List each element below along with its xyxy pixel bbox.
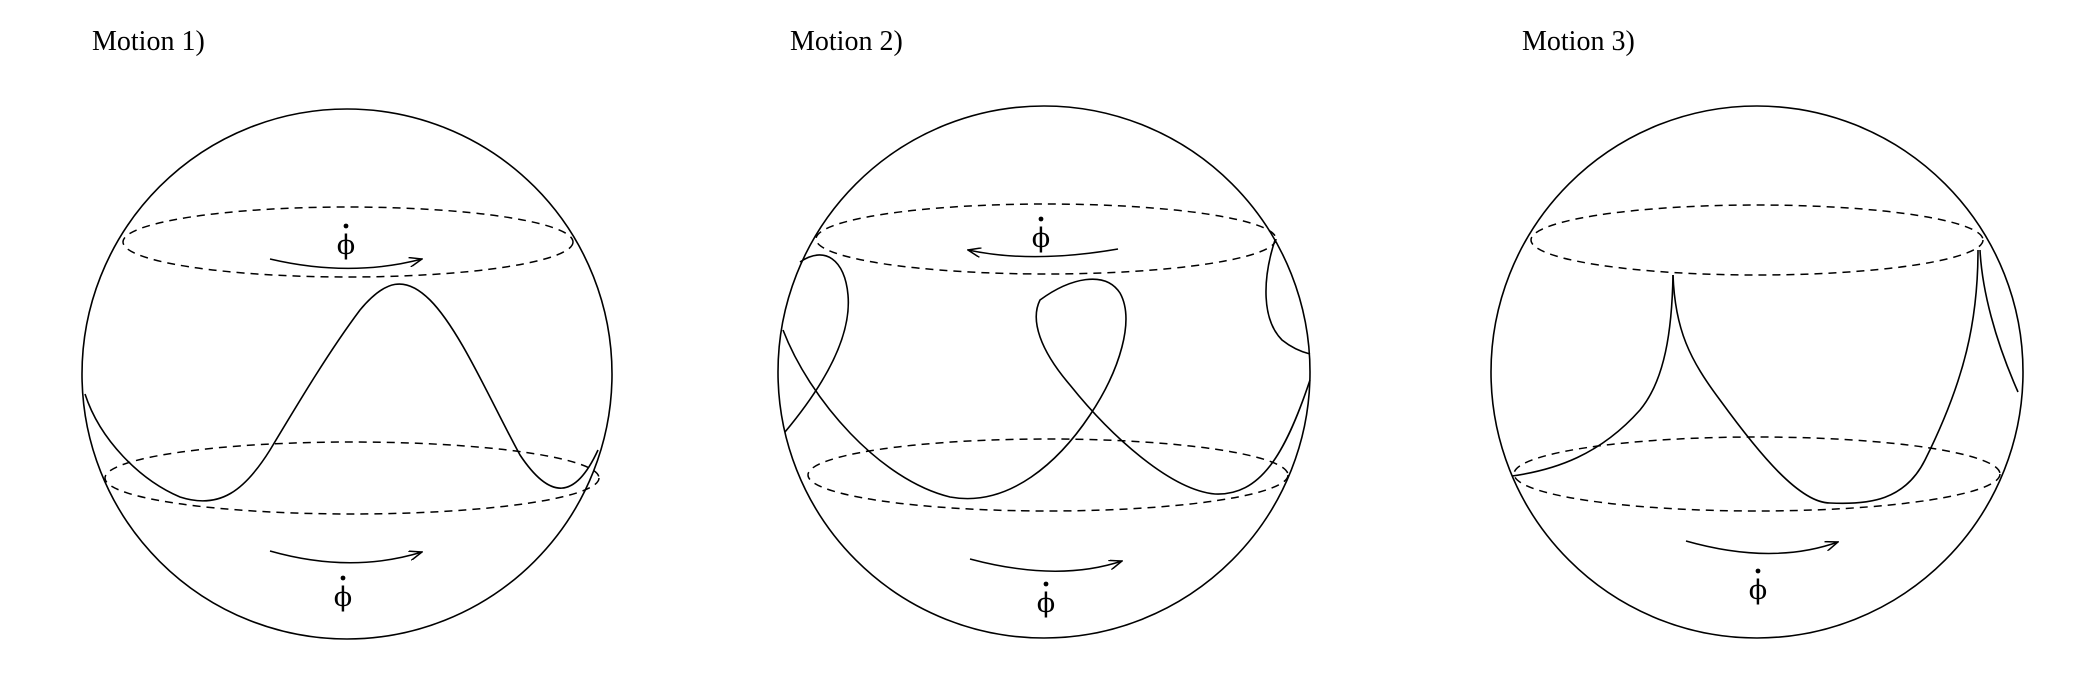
sphere-1-top-phi: ϕ <box>337 230 355 261</box>
sphere-1-top-circle <box>122 206 574 278</box>
sphere-1-outline <box>81 108 613 640</box>
sphere-3-bottom-phi-dot <box>1755 568 1761 574</box>
sphere-2-trajectory-right <box>1265 239 1311 355</box>
sphere-3-trajectory-main <box>1672 249 1979 505</box>
sphere-3-bottom-phi: ϕ <box>1749 575 1767 606</box>
sphere-2-top-phi: ϕ <box>1032 223 1050 254</box>
sphere-3-top-circle <box>1530 204 1984 276</box>
sphere-3-trajectory-left <box>1511 274 1674 477</box>
panel-2-title: Motion 2) <box>790 26 903 57</box>
sphere-2-trajectory-main <box>782 278 1311 500</box>
sphere-1-bottom-phi: ϕ <box>334 582 352 613</box>
sphere-2-bottom-phi-dot <box>1043 581 1049 587</box>
sphere-2-outline <box>777 105 1311 639</box>
sphere-1: ϕ ϕ <box>81 108 613 640</box>
sphere-3-bottom-circle <box>1513 436 2001 512</box>
sphere-3: ϕ <box>1490 105 2024 639</box>
sphere-3-trajectory-right <box>1979 249 2019 393</box>
sphere-1-bottom-rotation-arrow <box>269 550 422 564</box>
sphere-2-bottom-rotation-arrow <box>969 558 1122 572</box>
sphere-2-trajectory-left <box>784 254 850 433</box>
sphere-1-trajectory <box>84 283 599 502</box>
panel-1-title: Motion 1) <box>92 26 205 57</box>
sphere-2-top-circle <box>815 203 1277 275</box>
sphere-1-bottom-circle <box>104 441 600 515</box>
sphere-2-bottom-circle <box>807 438 1289 512</box>
panel-3-title: Motion 3) <box>1522 26 1635 57</box>
sphere-1-bottom-phi-dot <box>340 575 346 581</box>
sphere-2-bottom-phi: ϕ <box>1037 588 1055 619</box>
sphere-2: ϕ ϕ <box>777 105 1311 639</box>
sphere-3-bottom-rotation-arrow <box>1685 540 1838 555</box>
sphere-1-top-rotation-arrow <box>269 259 422 270</box>
sphere-1-top-phi-dot <box>343 223 349 229</box>
sphere-3-outline <box>1490 105 2024 639</box>
sphere-2-top-phi-dot <box>1038 216 1044 222</box>
sphere-2-top-rotation-arrow <box>968 249 1119 257</box>
